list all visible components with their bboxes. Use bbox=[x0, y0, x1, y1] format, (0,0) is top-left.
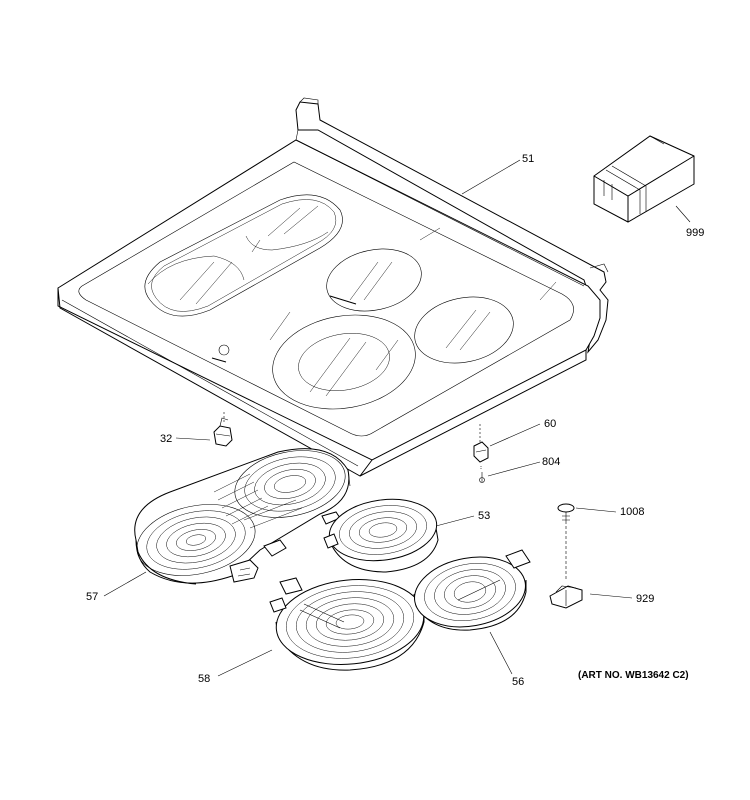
indicator-switch bbox=[473, 422, 489, 463]
radiant-element-medium bbox=[413, 549, 531, 631]
leader-lines bbox=[103, 159, 691, 677]
callout-804: 804 bbox=[542, 456, 560, 468]
callout-57: 57 bbox=[86, 591, 98, 603]
callout-labels: 51 999 32 60 804 53 1008 57 929 58 56 (A… bbox=[86, 153, 704, 688]
callout-58: 58 bbox=[198, 673, 210, 685]
callout-999: 999 bbox=[686, 227, 704, 239]
callout-1008: 1008 bbox=[620, 506, 644, 518]
callout-32: 32 bbox=[160, 433, 172, 445]
screw-1008 bbox=[557, 503, 575, 580]
callout-51: 51 bbox=[522, 153, 534, 165]
mounting-clip bbox=[549, 585, 583, 609]
cooktop-glass bbox=[57, 97, 609, 477]
callout-56: 56 bbox=[512, 676, 524, 688]
art-number: (ART NO. WB13642 C2) bbox=[578, 670, 689, 681]
misc-kit-box bbox=[593, 135, 695, 223]
terminal-block bbox=[213, 410, 233, 447]
radiant-element-large bbox=[269, 577, 425, 671]
screw-804 bbox=[479, 466, 485, 483]
callout-60: 60 bbox=[544, 418, 556, 430]
callout-929: 929 bbox=[636, 593, 654, 605]
radiant-element-small bbox=[323, 498, 439, 573]
callout-53: 53 bbox=[478, 510, 490, 522]
dual-bridge-element bbox=[134, 448, 351, 585]
